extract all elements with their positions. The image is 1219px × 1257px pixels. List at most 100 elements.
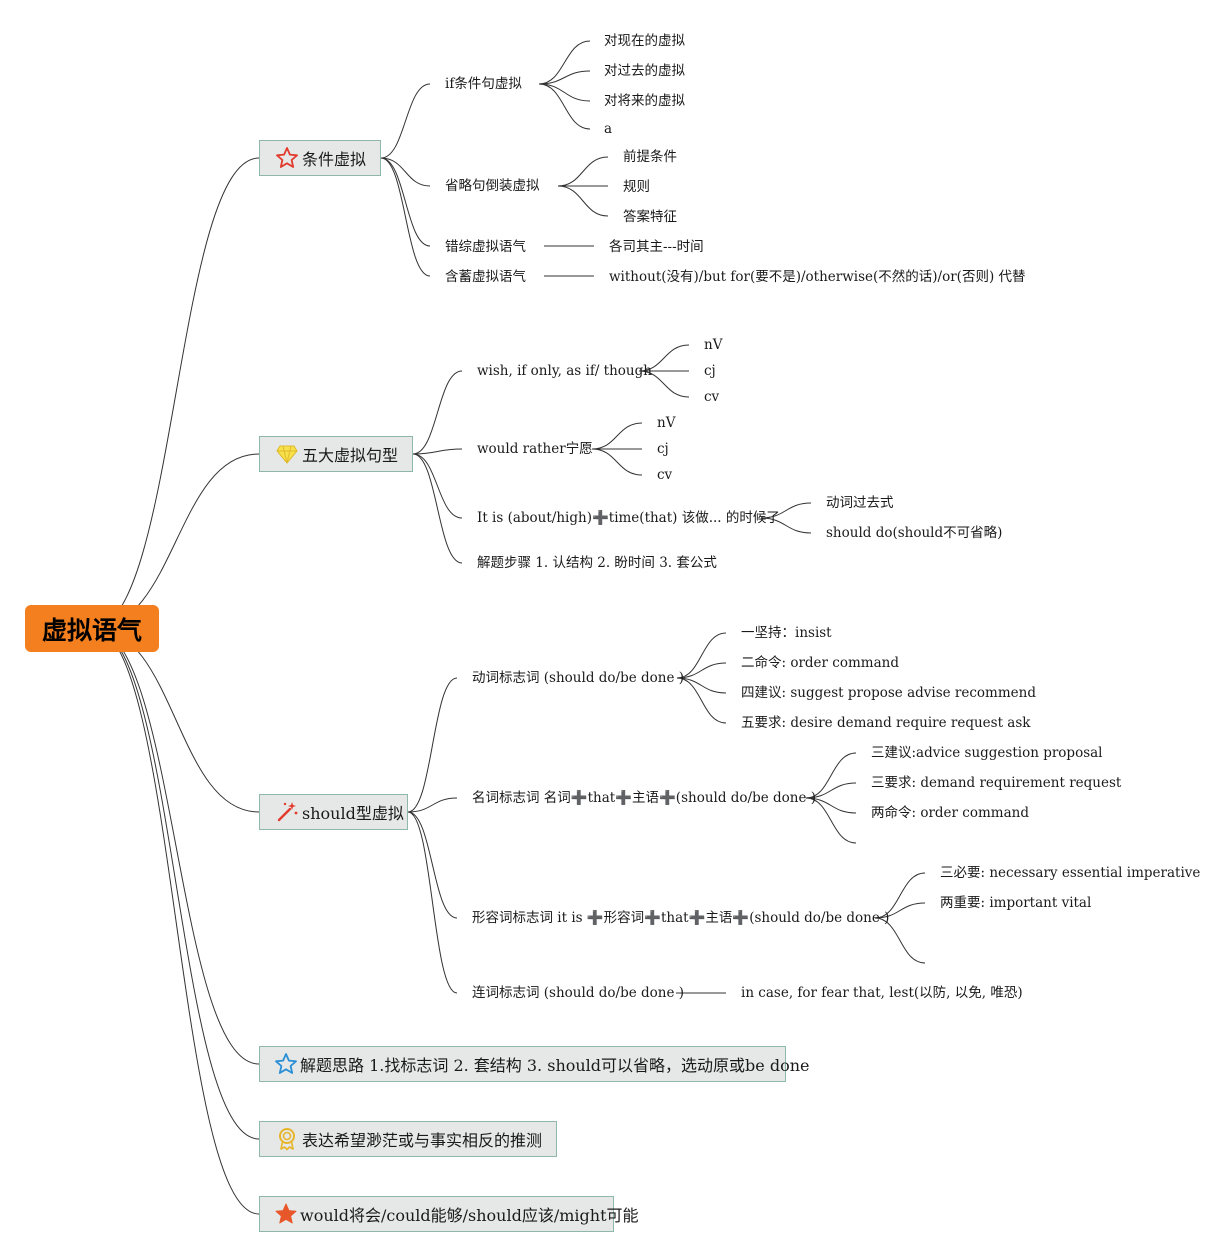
connector-line [380,157,431,247]
leaf-node[interactable]: 二命令: order command [741,655,899,671]
connector-line [92,627,260,813]
leaf-node[interactable]: 五要求: desire demand require request ask [741,715,1031,731]
leaf-node[interactable]: 前提条件 [623,149,677,165]
connector-line [380,157,431,277]
connector-line [407,797,458,813]
leaf-node[interactable]: 对过去的虚拟 [604,63,685,79]
connector-line [676,677,727,724]
leaf-node[interactable]: cj [704,363,716,379]
leaf-node[interactable]: 三必要: necessary essential imperative [940,865,1201,881]
branch-modal-verbs[interactable]: would将会/could能够/should应该/might可能 [259,1196,639,1232]
leaf-node[interactable]: 三要求: demand requirement request [871,775,1122,791]
node-solving-steps[interactable]: 解题步骤 1. 认结构 2. 盼时间 3. 套公式 [477,555,717,571]
connector-line [591,448,643,476]
connector-line [380,83,431,159]
node-ellipsis-inversion[interactable]: 省略句倒装虚拟 [445,178,540,194]
leaf-node[interactable]: 三建议:advice suggestion proposal [871,745,1103,761]
branch-label: should型虚拟 [302,804,404,823]
leaf-node[interactable]: 答案特征 [623,209,677,225]
connector-line [380,157,431,187]
leaf-node[interactable]: a [604,121,613,137]
connector-line [92,157,260,629]
node-implicit-subjunctive[interactable]: 含蓄虚拟语气 [445,269,526,285]
branch-conditional[interactable]: 条件虚拟 [259,140,381,176]
node-conjunction-markers[interactable]: 连词标志词 (should do/be done ) [472,985,685,1001]
branch-should-type[interactable]: should型虚拟 [259,794,408,830]
leaf-node[interactable]: 规则 [623,179,650,195]
connector-line [676,662,727,679]
diamond-icon [274,441,300,467]
branch-label: 五大虚拟句型 [302,446,399,465]
leaf-node[interactable]: 两重要: important vital [940,895,1092,911]
connector-line [591,422,643,450]
connector-line [412,453,463,564]
connector-line [407,677,458,813]
branch-five-patterns[interactable]: 五大虚拟句型 [259,436,413,472]
leaf-node[interactable]: 对现在的虚拟 [604,33,685,49]
node-if-clause[interactable]: if条件句虚拟 [445,76,522,92]
connector-line [760,502,812,519]
leaf-node[interactable]: should do(should不可省略) [826,525,1003,541]
root-node[interactable]: 虚拟语气 [25,605,159,652]
node-noun-markers[interactable]: 名词标志词 名词➕that➕主语➕(should do/be done ) [472,790,817,806]
connector-line [92,453,260,629]
connector-line [874,917,926,964]
connector-line [805,782,857,799]
leaf-node[interactable]: 四建议: suggest propose advise recommend [741,685,1036,701]
connector-line [805,797,857,844]
magic-wand-icon [274,799,300,825]
node-mixed-subjunctive[interactable]: 错综虚拟语气 [445,239,526,255]
connector-line [538,83,591,102]
award-badge-icon [274,1126,300,1152]
branch-hope-speculation[interactable]: 表达希望渺茫或与事实相反的推测 [259,1121,557,1157]
connector-line [557,156,609,187]
connector-line [412,448,463,455]
connector-line [538,70,591,85]
connector-line [760,517,812,534]
branch-solving-approach[interactable]: 解题思路 1.找标志词 2. 套结构 3. should可以省略，选动原或be … [259,1046,810,1082]
leaf-node[interactable]: without(没有)/but for(要不是)/otherwise(不然的话)… [609,269,1026,285]
connector-line [538,40,591,85]
branch-label: 解题思路 1.找标志词 2. 套结构 3. should可以省略，选动原或be … [300,1056,810,1075]
branch-label: 条件虚拟 [302,150,367,169]
star-filled-icon [274,1201,298,1227]
leaf-node[interactable]: in case, for fear that, lest(以防, 以免, 唯恐) [741,985,1023,1001]
connector-line [538,83,591,130]
star-outline-blue-icon [274,1051,298,1077]
leaf-node[interactable]: 动词过去式 [826,495,894,511]
leaf-node[interactable]: cv [704,389,720,405]
connector-line [874,872,926,919]
node-it-is-time[interactable]: It is (about/high)➕time(that) 该做... 的时候了 [477,510,780,526]
leaf-node[interactable]: nV [657,415,676,431]
connector-line [92,627,260,1140]
leaf-node[interactable]: cj [657,441,669,457]
connector-line [407,811,458,994]
connector-line [676,632,727,679]
node-would-rather[interactable]: would rather宁愿 [477,441,593,457]
connector-line [638,344,690,372]
leaf-node[interactable]: nV [704,337,723,353]
connector-line [412,453,463,519]
connector-line [407,811,458,919]
connector-line [412,370,463,455]
connector-line [676,677,727,694]
leaf-node[interactable]: 一坚持：insist [741,625,832,641]
branch-label: would将会/could能够/should应该/might可能 [300,1206,639,1225]
leaf-node[interactable]: cv [657,467,673,483]
connector-line [92,627,260,1065]
leaf-node[interactable]: 各司其主---时间 [609,239,704,255]
node-verb-markers[interactable]: 动词标志词 (should do/be done ) [472,670,685,686]
leaf-node[interactable]: 两命令: order command [871,805,1029,821]
connector-line [557,185,609,217]
node-wish[interactable]: wish, if only, as if/ though [477,363,652,379]
leaf-node[interactable]: 对将来的虚拟 [604,93,685,109]
connector-line [92,627,260,1215]
node-adjective-markers[interactable]: 形容词标志词 it is ➕形容词➕that➕主语➕(should do/be … [472,910,890,926]
connector-line [805,752,857,799]
connector-line [874,902,926,919]
connector-line [638,370,690,398]
star-outline-icon [274,145,300,171]
connector-line [805,797,857,814]
